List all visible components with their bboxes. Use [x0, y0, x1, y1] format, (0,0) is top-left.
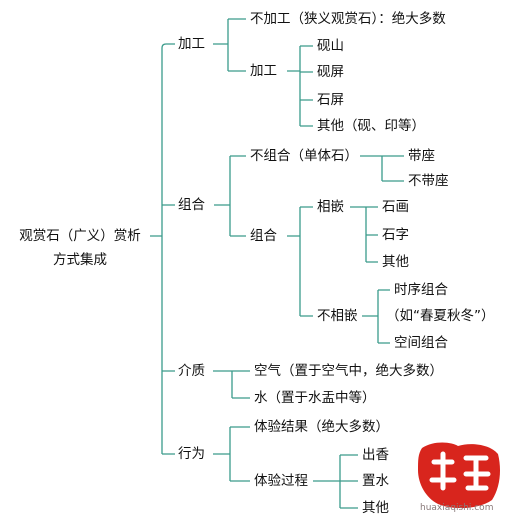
leaf-tiyanjieguo: 体验结果（绝大多数） [254, 419, 389, 435]
connector-buxiangqian [362, 289, 390, 344]
leaf-yanshan: 砚山 [317, 38, 344, 54]
node-jiezhi: 介质 [178, 363, 205, 379]
connector-buzuhe [360, 155, 404, 182]
leaf-chunxiaqiudong: （如“春夏秋冬”） [386, 308, 495, 324]
leaf-shihua: 石画 [382, 199, 409, 215]
connector-jiagong-sub [287, 45, 313, 127]
connector-xingwei [213, 426, 250, 482]
leaf-shui: 水（置于水盂中等） [254, 390, 376, 406]
leaf-daizuo: 带座 [408, 148, 435, 164]
watermark-url: huaxiaqishi.com [420, 503, 494, 513]
leaf-shixu: 时序组合 [394, 282, 448, 298]
node-buzuhe: 不组合（单体石） [250, 148, 358, 164]
connector-jiezhi [213, 370, 250, 399]
connector-zuhe-sub [287, 206, 313, 317]
leaf-kongjian: 空间组合 [394, 335, 448, 351]
node-bujiagong: 不加工（狭义观赏石）：绝大多数 [250, 11, 446, 27]
leaf-chuxiang: 出香 [362, 447, 389, 463]
connector-xiangqian [350, 206, 378, 263]
leaf-yanping: 砚屏 [317, 64, 344, 80]
leaf-kongqi: 空气（置于空气中，绝大多数） [254, 363, 443, 379]
node-xiangqian: 相嵌 [317, 199, 344, 215]
node-jiagong-sub: 加工 [250, 63, 277, 79]
root-title: 观赏石（广义）赏析 [19, 228, 141, 244]
connector-root [150, 43, 175, 455]
connector-jiagong [213, 18, 246, 72]
root-node: 观赏石（广义）赏析 方式集成 [8, 224, 152, 272]
leaf-shizi: 石字 [382, 227, 409, 243]
node-jiagong: 加工 [178, 36, 205, 52]
connector-zuhe [214, 155, 246, 237]
leaf-qita-tiyan: 其他 [362, 500, 389, 516]
connector-tiyanguocheng [313, 454, 358, 509]
node-xingwei: 行为 [178, 446, 205, 462]
node-zuhe-sub: 组合 [250, 228, 277, 244]
node-buxiangqian: 不相嵌 [317, 308, 358, 324]
root-subtitle: 方式集成 [53, 252, 107, 268]
leaf-zhishui: 置水 [362, 473, 389, 489]
leaf-qita-xiangqian: 其他 [382, 254, 409, 270]
leaf-budaizuo: 不带座 [408, 173, 449, 189]
leaf-qita-yan: 其他（砚、印等） [317, 118, 425, 134]
leaf-shiping: 石屏 [317, 92, 344, 108]
node-tiyanguocheng: 体验过程 [254, 473, 308, 489]
node-zuhe: 组合 [178, 197, 205, 213]
watermark-logo-icon [418, 442, 500, 509]
